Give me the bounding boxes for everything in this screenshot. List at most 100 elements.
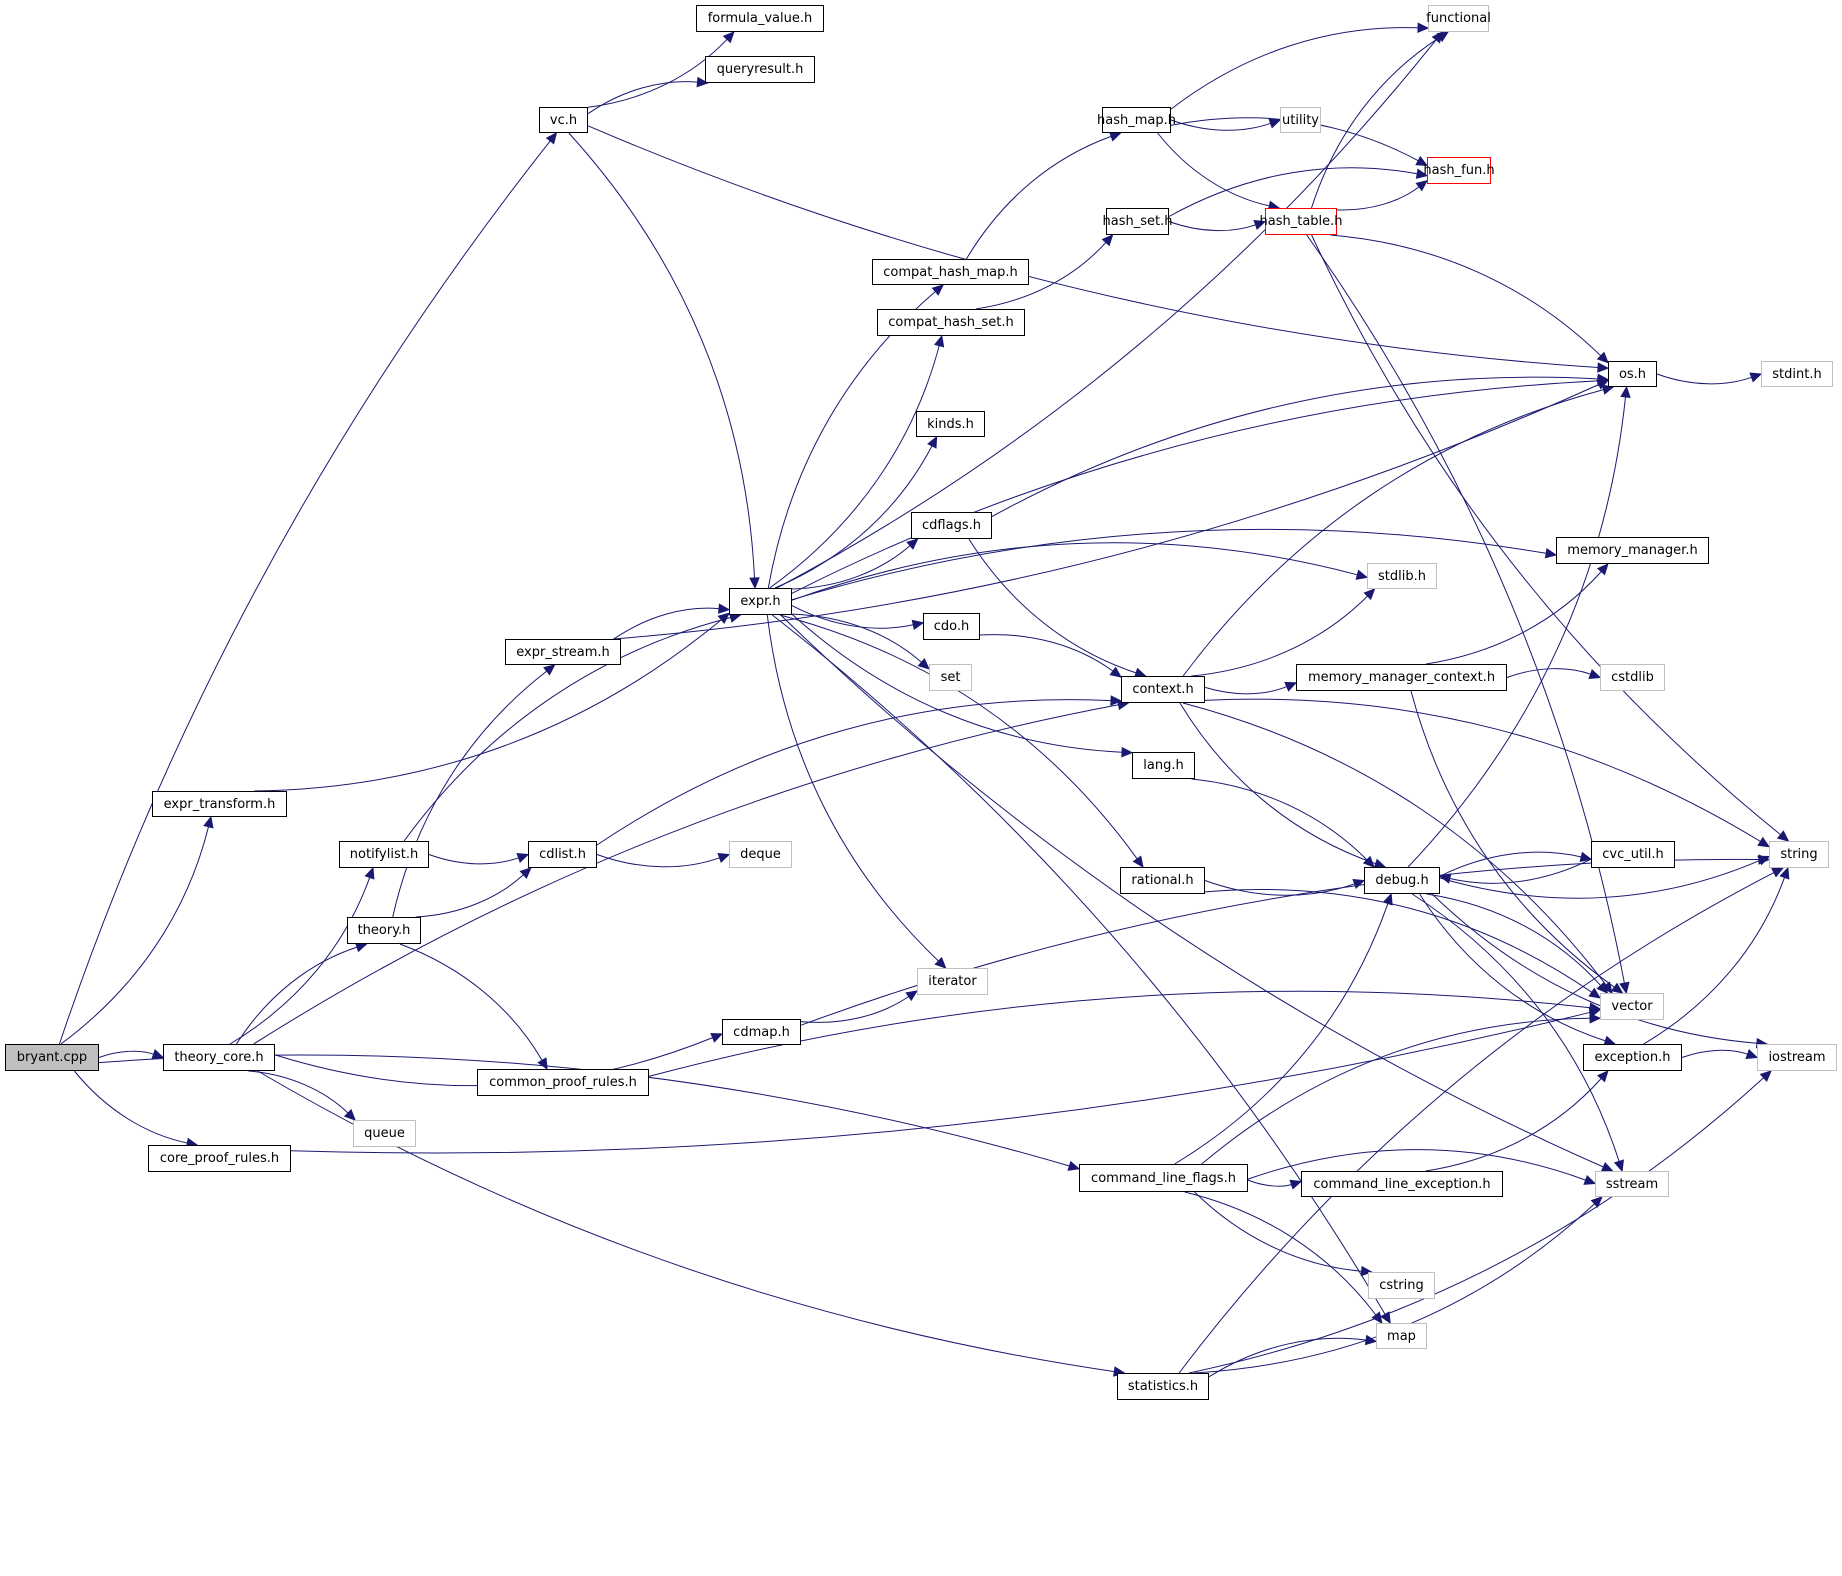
edge-theory-core-h-to-theory-h xyxy=(236,946,358,1045)
edge-debug-h-to-vector xyxy=(1426,893,1602,986)
arrowhead-icon xyxy=(537,1057,548,1071)
node-theory-h[interactable]: theory.h xyxy=(347,917,421,944)
edge-cdflags-h-to-context-h xyxy=(968,538,1137,674)
node-expr-stream-h[interactable]: expr_stream.h xyxy=(505,639,621,665)
edge-theory-core-h-to-queue xyxy=(248,1070,349,1114)
node-functional[interactable]: functional xyxy=(1426,5,1491,32)
node-label: compat_hash_set.h xyxy=(888,315,1014,330)
arrowhead-icon xyxy=(934,956,947,969)
edge-context-h-to-memory-manager-context-h xyxy=(1204,686,1287,695)
node-hash-fun-h[interactable]: hash_fun.h xyxy=(1423,157,1495,184)
arrowhead-icon xyxy=(1771,867,1784,878)
node-memory-manager-h[interactable]: memory_manager.h xyxy=(1556,537,1709,564)
node-iterator[interactable]: iterator xyxy=(917,968,988,995)
arrowhead-icon xyxy=(1438,873,1452,884)
arrowhead-icon xyxy=(927,435,938,449)
node-label: notifylist.h xyxy=(349,847,419,862)
edge-theory-core-h-to-statistics-h xyxy=(257,1070,1115,1373)
node-label: iterator xyxy=(928,974,977,989)
arrowhead-icon xyxy=(1363,588,1376,601)
node-label: rational.h xyxy=(1131,873,1194,888)
node-notifylist-h[interactable]: notifylist.h xyxy=(339,841,429,868)
node-lang-h[interactable]: lang.h xyxy=(1132,752,1195,779)
node-map[interactable]: map xyxy=(1376,1323,1427,1349)
node-vector[interactable]: vector xyxy=(1600,993,1664,1020)
node-cstring[interactable]: cstring xyxy=(1368,1272,1435,1299)
arrowhead-icon xyxy=(717,853,731,863)
node-core-proof-rules-h[interactable]: core_proof_rules.h xyxy=(148,1145,291,1172)
edge-debug-h-to-iostream xyxy=(1431,893,1757,1044)
node-utility[interactable]: utility xyxy=(1280,107,1321,133)
node-cvc-util-h[interactable]: cvc_util.h xyxy=(1591,841,1675,868)
node-memory-manager-context-h[interactable]: memory_manager_context.h xyxy=(1296,664,1507,691)
node-label: deque xyxy=(740,847,781,862)
node-formula-value-h[interactable]: formula_value.h xyxy=(696,5,824,32)
node-cdo-h[interactable]: cdo.h xyxy=(923,613,980,640)
node-queue[interactable]: queue xyxy=(353,1120,416,1147)
edge-debug-h-to-exception-h xyxy=(1419,893,1606,1042)
arrowhead-icon xyxy=(1776,830,1790,842)
arrowhead-icon xyxy=(1415,168,1429,179)
node-cdflags-h[interactable]: cdflags.h xyxy=(911,512,992,539)
node-compat-hash-map-h[interactable]: compat_hash_map.h xyxy=(872,259,1029,285)
node-cdlist-h[interactable]: cdlist.h xyxy=(528,841,597,868)
node-label: lang.h xyxy=(1143,758,1184,773)
edge-cvc-util-h-to-debug-h xyxy=(1449,858,1592,884)
node-statistics-h[interactable]: statistics.h xyxy=(1117,1373,1209,1400)
node-label: core_proof_rules.h xyxy=(159,1151,280,1166)
edge-vc-h-to-os-h xyxy=(587,125,1599,368)
node-label: cstdlib xyxy=(1611,670,1654,685)
node-cstdlib[interactable]: cstdlib xyxy=(1600,664,1665,691)
node-hash-map-h[interactable]: hash_map.h xyxy=(1097,107,1176,133)
edge-debug-h-to-cvc-util-h xyxy=(1439,851,1582,877)
node-vc-h[interactable]: vc.h xyxy=(539,107,588,133)
node-expr-transform-h[interactable]: expr_transform.h xyxy=(152,791,287,817)
node-rational-h[interactable]: rational.h xyxy=(1120,867,1205,894)
edge-expr-h-to-sstream xyxy=(780,614,1604,1168)
node-label: command_line_flags.h xyxy=(1091,1170,1236,1186)
edge-expr-transform-h-to-expr-h xyxy=(254,619,722,792)
arrowhead-icon xyxy=(1601,981,1613,994)
node-label: expr_transform.h xyxy=(163,796,276,812)
arrowhead-icon xyxy=(749,577,760,590)
node-command-line-flags-h[interactable]: command_line_flags.h xyxy=(1079,1164,1248,1192)
node-set[interactable]: set xyxy=(929,664,972,691)
node-hash-set-h[interactable]: hash_set.h xyxy=(1103,208,1172,235)
node-label: string xyxy=(1780,847,1818,862)
arrowhead-icon xyxy=(1613,1159,1624,1173)
edge-expr-h-to-os-h xyxy=(791,380,1599,594)
node-label: kinds.h xyxy=(927,416,974,432)
node-compat-hash-set-h[interactable]: compat_hash_set.h xyxy=(877,309,1025,336)
node-theory-core-h[interactable]: theory_core.h xyxy=(163,1044,275,1071)
node-stdlib-h[interactable]: stdlib.h xyxy=(1367,563,1437,589)
node-sstream[interactable]: sstream xyxy=(1595,1171,1669,1197)
arrowhead-icon xyxy=(1415,180,1428,192)
node-exception-h[interactable]: exception.h xyxy=(1583,1044,1682,1071)
node-kinds-h[interactable]: kinds.h xyxy=(916,411,985,437)
arrowhead-icon xyxy=(1268,118,1282,129)
node-os-h[interactable]: os.h xyxy=(1608,361,1657,387)
node-stdint-h[interactable]: stdint.h xyxy=(1761,361,1833,387)
node-common-proof-rules-h[interactable]: common_proof_rules.h xyxy=(477,1069,649,1096)
node-debug-h[interactable]: debug.h xyxy=(1364,867,1440,894)
edge-cdlist-h-to-deque xyxy=(596,854,720,868)
edge-rational-h-to-debug-h xyxy=(1204,880,1355,896)
node-hash-table-h[interactable]: hash_table.h xyxy=(1260,208,1343,235)
arrowhead-icon xyxy=(1579,851,1593,863)
edge-notifylist-h-to-expr-h xyxy=(403,617,731,842)
node-command-line-exception-h[interactable]: command_line_exception.h xyxy=(1301,1171,1503,1197)
node-label: stdlib.h xyxy=(1378,568,1426,584)
node-string[interactable]: string xyxy=(1769,841,1829,868)
node-expr-h[interactable]: expr.h xyxy=(729,588,792,615)
arrowhead-icon xyxy=(1101,234,1114,247)
arrowhead-icon xyxy=(1415,155,1429,167)
node-cdmap-h[interactable]: cdmap.h xyxy=(722,1019,801,1045)
node-context-h[interactable]: context.h xyxy=(1121,676,1205,703)
node-deque[interactable]: deque xyxy=(729,841,792,868)
node-label: set xyxy=(940,670,961,685)
node-iostream[interactable]: iostream xyxy=(1757,1044,1837,1071)
node-queryresult-h[interactable]: queryresult.h xyxy=(705,56,815,83)
arrowhead-icon xyxy=(543,664,556,676)
node-label: cdlist.h xyxy=(539,847,586,862)
arrowhead-icon xyxy=(203,815,214,829)
